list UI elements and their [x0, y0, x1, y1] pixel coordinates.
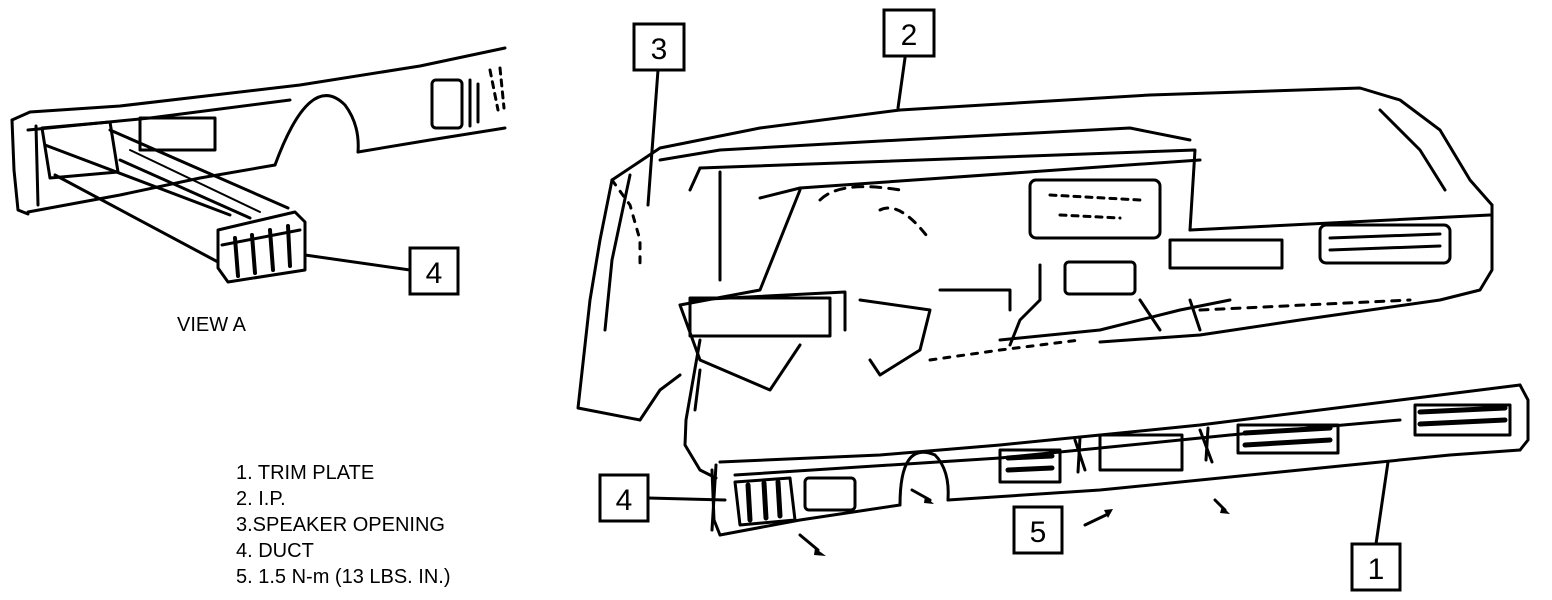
callout-ip: 2	[882, 8, 936, 58]
legend-item-torque: 5. 1.5 N-m (13 LBS. IN.)	[236, 566, 451, 588]
callout-trim-plate: 1	[1350, 542, 1402, 592]
instrument-panel-assembly	[576, 86, 1494, 422]
parts-legend: 1. TRIM PLATE 2. I.P. 3.SPEAKER OPENING …	[236, 462, 451, 588]
fastener-marks	[814, 496, 1230, 556]
callout-view-a-duct: 4	[408, 246, 460, 296]
view-a-duct-leader	[303, 253, 412, 272]
trim-plate-leader	[1374, 460, 1390, 546]
svg-text:4: 4	[616, 484, 633, 517]
view-a-label: VIEW A	[177, 314, 247, 336]
svg-text:2: 2	[901, 19, 918, 52]
callout-duct: 4	[598, 473, 650, 523]
ip-leader	[896, 56, 907, 110]
legend-item-trim-plate: 1. TRIM PLATE	[236, 462, 374, 484]
callout-speaker-opening: 3	[632, 22, 686, 72]
svg-text:1: 1	[1368, 553, 1385, 586]
legend-item-ip: 2. I.P.	[236, 488, 286, 510]
svg-text:4: 4	[426, 257, 443, 290]
speaker-opening-leader	[646, 68, 660, 207]
trim-plate	[710, 383, 1530, 552]
svg-text:5: 5	[1030, 516, 1047, 549]
legend-item-speaker-opening: 3.SPEAKER OPENING	[236, 514, 445, 536]
callout-fastener: 5	[1012, 505, 1064, 555]
svg-text:3: 3	[651, 33, 668, 66]
view-a-detail	[10, 46, 507, 284]
duct-leader	[646, 496, 727, 502]
legend-item-duct: 4. DUCT	[236, 540, 314, 562]
